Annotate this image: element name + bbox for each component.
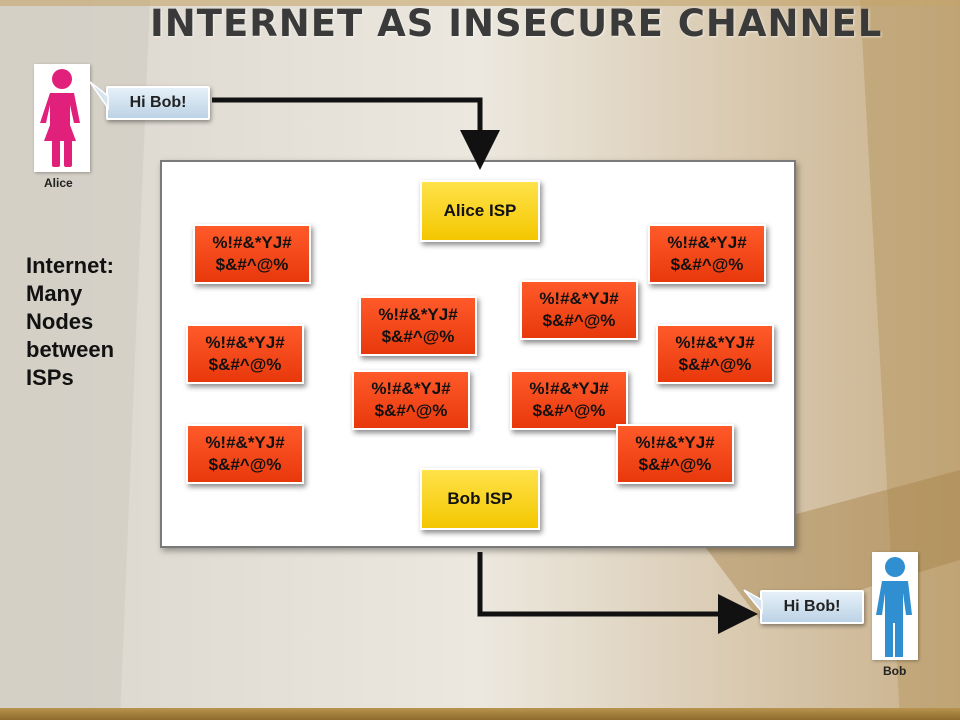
garbled-node: %!#&*YJ# $&#^@% [186, 424, 304, 484]
bob-isp-label: Bob ISP [447, 489, 513, 508]
bob-label: Bob [883, 664, 907, 678]
garbled-line-2: $&#^@% [374, 401, 448, 420]
alice-card [34, 64, 90, 172]
internet-description: Internet: Many Nodes between ISPs [26, 252, 114, 392]
bob-card [872, 552, 918, 660]
side-label-line: Many [26, 281, 83, 306]
side-label-line: Nodes [26, 309, 94, 334]
garbled-node: %!#&*YJ# $&#^@% [616, 424, 734, 484]
garbled-line-1: %!#&*YJ# [205, 433, 285, 452]
garbled-node: %!#&*YJ# $&#^@% [510, 370, 628, 430]
garbled-line-2: $&#^@% [532, 401, 606, 420]
garbled-line-1: %!#&*YJ# [212, 233, 292, 252]
garbled-node: %!#&*YJ# $&#^@% [352, 370, 470, 430]
alice-label: Alice [44, 176, 73, 190]
garbled-line-2: $&#^@% [670, 255, 744, 274]
garbled-node: %!#&*YJ# $&#^@% [359, 296, 477, 356]
garbled-line-2: $&#^@% [215, 255, 289, 274]
garbled-node: %!#&*YJ# $&#^@% [186, 324, 304, 384]
garbled-line-2: $&#^@% [638, 455, 712, 474]
garbled-node: %!#&*YJ# $&#^@% [656, 324, 774, 384]
garbled-line-1: %!#&*YJ# [667, 233, 747, 252]
garbled-line-2: $&#^@% [542, 311, 616, 330]
garbled-line-2: $&#^@% [208, 355, 282, 374]
garbled-line-1: %!#&*YJ# [378, 305, 458, 324]
alice-isp-label: Alice ISP [443, 201, 517, 220]
garbled-line-2: $&#^@% [208, 455, 282, 474]
garbled-line-1: %!#&*YJ# [205, 333, 285, 352]
garbled-node: %!#&*YJ# $&#^@% [520, 280, 638, 340]
alice-message-text: Hi Bob! [129, 94, 187, 111]
garbled-line-1: %!#&*YJ# [675, 333, 755, 352]
garbled-line-1: %!#&*YJ# [371, 379, 451, 398]
bob-message-bubble: Hi Bob! [760, 590, 864, 624]
garbled-line-1: %!#&*YJ# [529, 379, 609, 398]
side-label-line: between [26, 337, 115, 362]
garbled-line-1: %!#&*YJ# [539, 289, 619, 308]
alice-message-bubble: Hi Bob! [106, 86, 210, 120]
bob-message-text: Hi Bob! [783, 598, 841, 615]
bob-isp-box: Bob ISP [420, 468, 540, 530]
garbled-line-2: $&#^@% [381, 327, 455, 346]
garbled-line-1: %!#&*YJ# [635, 433, 715, 452]
garbled-node: %!#&*YJ# $&#^@% [193, 224, 311, 284]
garbled-node: %!#&*YJ# $&#^@% [648, 224, 766, 284]
alice-isp-box: Alice ISP [420, 180, 540, 242]
side-label-line: Internet: [26, 253, 114, 278]
garbled-line-2: $&#^@% [678, 355, 752, 374]
side-label-line: ISPs [26, 365, 74, 390]
slide-title: INTERNET AS INSECURE CHANNEL [150, 2, 883, 45]
